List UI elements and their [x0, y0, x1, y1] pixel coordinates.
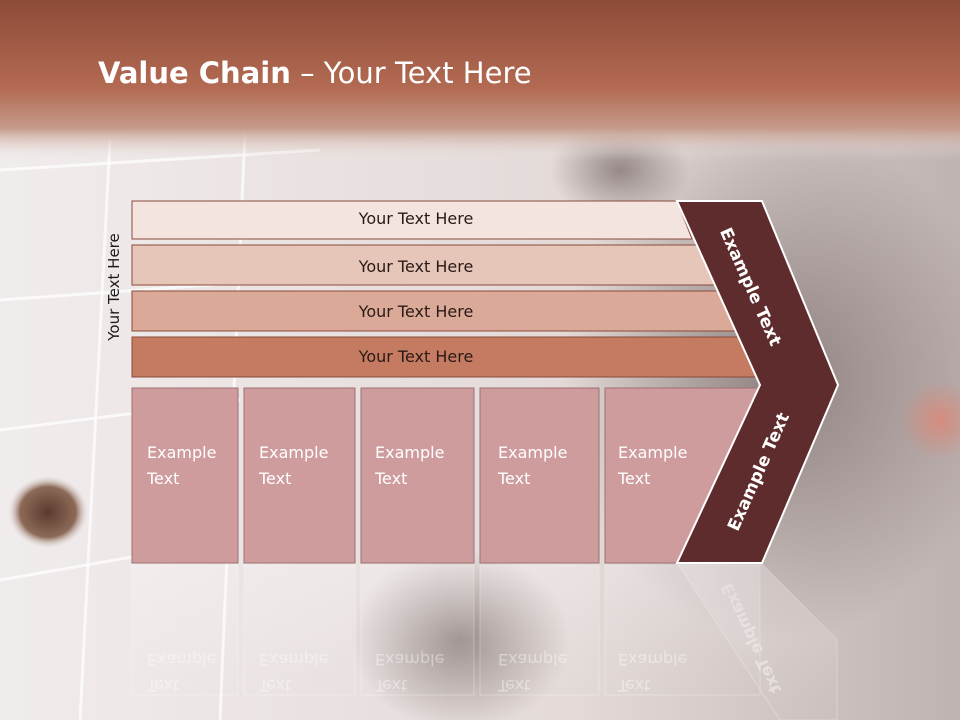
svg-text:Text: Text: [374, 676, 407, 695]
box-5-line1: Example: [618, 443, 687, 462]
side-label: Your Text Here: [105, 233, 123, 341]
box-5-line2: Text: [617, 469, 650, 488]
box-2: [243, 387, 356, 564]
band-1: [131, 200, 693, 240]
band-1-label: Your Text Here: [358, 209, 474, 228]
svg-text:Example: Example: [618, 650, 687, 669]
svg-text:Example: Example: [259, 650, 328, 669]
svg-text:Text: Text: [146, 676, 179, 695]
box-3: [360, 387, 475, 564]
svg-text:Text: Text: [497, 676, 530, 695]
svg-text:Example: Example: [498, 650, 567, 669]
svg-text:Example: Example: [147, 650, 216, 669]
box-1: [131, 387, 239, 564]
reflection: Example Text Example Text Example Text E…: [131, 562, 838, 720]
box-4: [479, 387, 600, 564]
chevron-arrow: [675, 200, 840, 564]
box-3-line1: Example: [375, 443, 444, 462]
page-title: Value Chain – Your Text Here: [98, 56, 532, 90]
band-2-label: Your Text Here: [358, 257, 474, 276]
title-bold: Value Chain: [98, 56, 291, 90]
box-3-line2: Text: [374, 469, 407, 488]
svg-text:Text: Text: [617, 676, 650, 695]
band-4-label: Your Text Here: [358, 347, 474, 366]
box-1-line2: Text: [146, 469, 179, 488]
box-2-line1: Example: [259, 443, 328, 462]
svg-text:Example: Example: [375, 650, 444, 669]
band-3-label: Your Text Here: [358, 302, 474, 321]
box-1-line1: Example: [147, 443, 216, 462]
box-4-line1: Example: [498, 443, 567, 462]
title-rest: – Your Text Here: [290, 56, 532, 90]
svg-text:Text: Text: [258, 676, 291, 695]
box-4-line2: Text: [497, 469, 530, 488]
box-2-line2: Text: [258, 469, 291, 488]
